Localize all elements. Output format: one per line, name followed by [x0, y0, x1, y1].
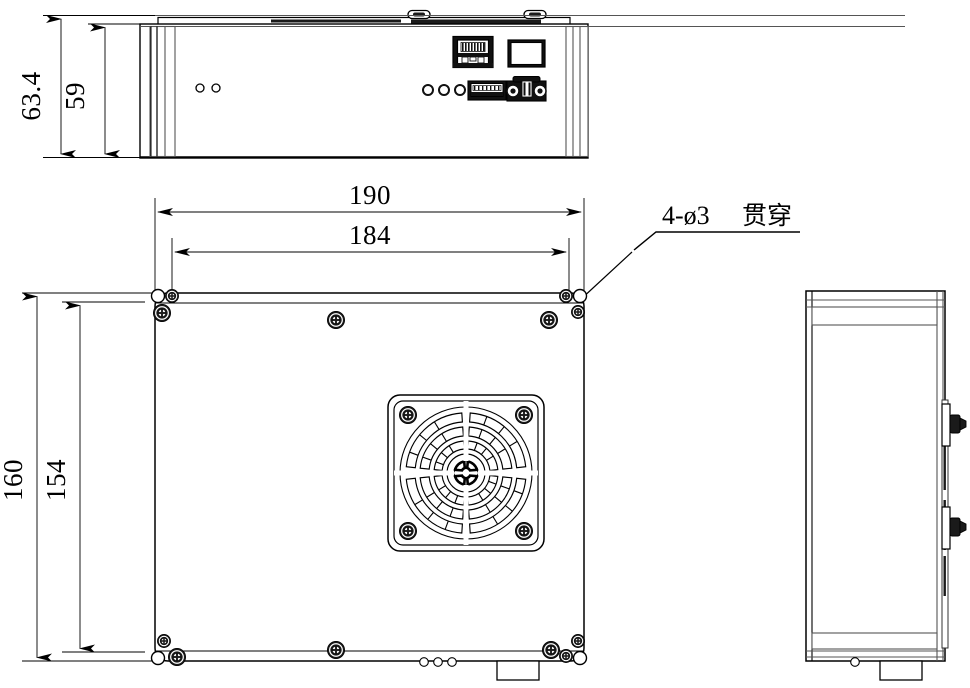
- screw-bottom-left-a: [156, 633, 172, 649]
- plan-bottom-tab: [419, 657, 540, 681]
- hole-note-cjk-label: 贯穿: [742, 201, 792, 230]
- screw-top-right-a: [558, 288, 574, 304]
- usb-port: [467, 80, 507, 101]
- display-port: [507, 39, 546, 68]
- side-top-rail: [806, 299, 945, 326]
- fan-screw-top-right: [514, 405, 534, 425]
- dim-label-height-body: 59: [60, 82, 90, 110]
- screw-bottom-right-c: [558, 648, 574, 664]
- screw-top-left-a: [164, 288, 180, 304]
- screw-top-center: [326, 310, 346, 330]
- screw-top-left-b: [152, 303, 172, 323]
- power-terminal-block: [506, 76, 547, 102]
- mounting-through-holes: [150, 288, 588, 666]
- plan-horizontal-dimensions: 190 184: [154, 180, 585, 300]
- antenna-connector-lower: [941, 506, 967, 550]
- front-panel-holes: [195, 83, 221, 93]
- side-bottom-rail: [806, 632, 945, 658]
- led-indicators: [422, 84, 466, 96]
- front-right-rail: [565, 25, 589, 158]
- dim-label-width-overall: 190: [349, 180, 391, 210]
- fan-grille: [387, 394, 545, 552]
- screw-top-right-c: [570, 304, 586, 320]
- through-hole-top-left: [150, 288, 166, 304]
- fan-hub: [453, 459, 479, 487]
- hole-note-leader-upper: [579, 251, 633, 301]
- front-vertical-dimensions: 63.4 59: [16, 15, 155, 158]
- side-body-outline: [805, 290, 946, 662]
- fan-screw-bottom-left: [398, 521, 418, 541]
- screw-bottom-right-a: [570, 633, 586, 649]
- through-hole-bottom-right: [572, 650, 588, 666]
- through-hole-top-right: [572, 288, 588, 304]
- screw-top-right-b: [539, 310, 559, 330]
- plan-view: [150, 288, 588, 681]
- dim-label-height-overall: 63.4: [16, 71, 46, 120]
- antenna-connector-upper: [941, 403, 967, 447]
- dim-label-depth-holes: 154: [41, 459, 71, 501]
- hole-note-underline: [633, 231, 800, 251]
- fan-screw-bottom-right: [514, 521, 534, 541]
- plan-vertical-dimensions: 160 154: [0, 292, 160, 662]
- dim-label-width-holes: 184: [349, 220, 391, 250]
- screw-bottom-right-b: [541, 640, 561, 660]
- front-left-rail: [149, 25, 176, 158]
- side-bottom-tab: [850, 657, 923, 681]
- screw-bottom-left-b: [167, 647, 187, 667]
- fan-screw-top-left: [398, 405, 418, 425]
- dim-label-depth-overall: 160: [0, 459, 28, 501]
- through-hole-bottom-left: [150, 650, 166, 666]
- front-view: [139, 9, 905, 159]
- rj45-port: [452, 35, 494, 69]
- screw-bottom-center: [326, 640, 346, 660]
- side-view: [805, 290, 967, 681]
- hole-note-qty-label: 4-ø3: [662, 201, 710, 230]
